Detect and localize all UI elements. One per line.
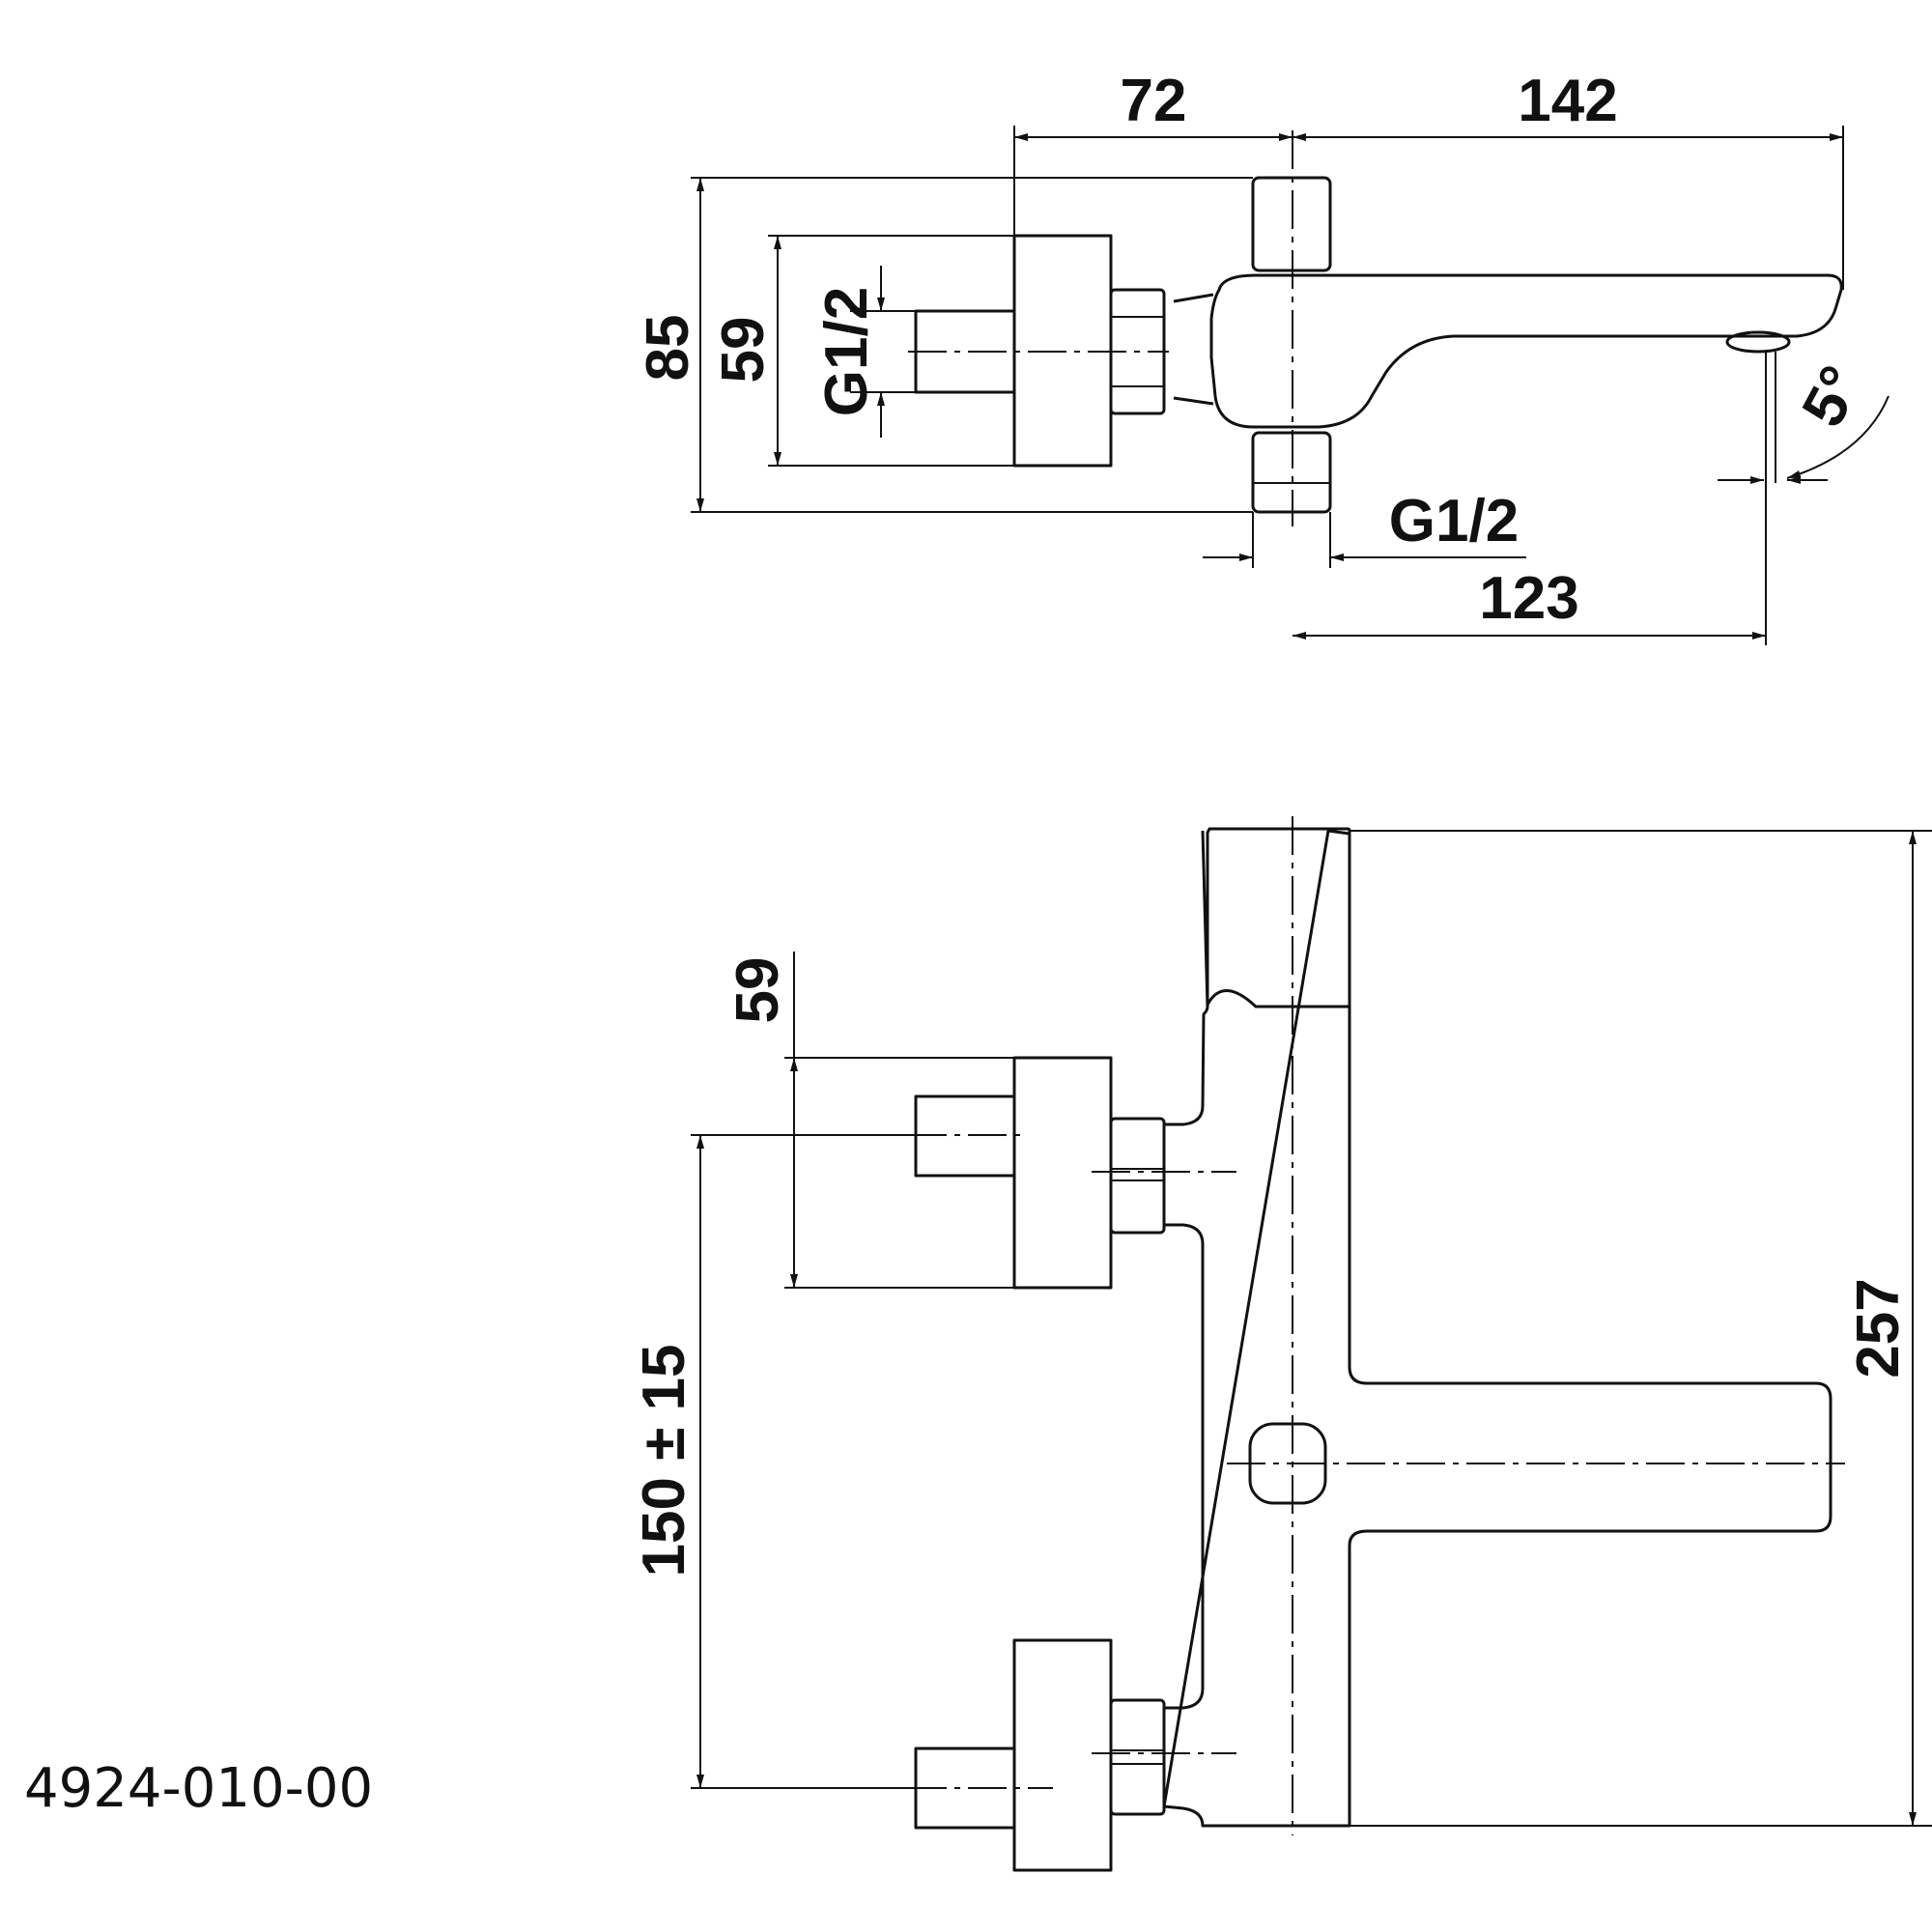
top-view [908, 130, 1843, 526]
dim-angle-label: 5° [1790, 355, 1876, 438]
front-view-dimensions: 59 150 ± 15 257 [631, 830, 1932, 1827]
front-view [908, 816, 1845, 1872]
dim-72-label: 72 [1121, 68, 1187, 134]
dim-123-label: 123 [1479, 565, 1578, 632]
lower-union-disc [1012, 1638, 1113, 1872]
lower-nut [1109, 1698, 1166, 1816]
faucet-body [1162, 829, 1833, 1828]
valve-body [1209, 273, 1843, 429]
front-dim-257-label: 257 [1845, 1278, 1912, 1378]
part-number: 4924-010-00 [24, 1757, 373, 1820]
front-dim-59-label: 59 [724, 957, 791, 1024]
neck [1173, 293, 1214, 406]
spout-outlet [1725, 330, 1791, 354]
dim-g12-bottom-label: G1/2 [1389, 488, 1519, 554]
dim-85-label: 85 [635, 315, 701, 382]
top-view-dimensions: 72 142 85 59 G1/2 G1/2 123 5° [635, 68, 1889, 645]
front-dim-150-label: 150 ± 15 [631, 1345, 697, 1577]
dim-g12-left-label: G1/2 [813, 287, 880, 416]
upper-nut [1109, 1117, 1166, 1235]
lever-handle [1206, 827, 1351, 1009]
dim-142-label: 142 [1518, 68, 1617, 134]
dim-59-label: 59 [710, 317, 777, 384]
